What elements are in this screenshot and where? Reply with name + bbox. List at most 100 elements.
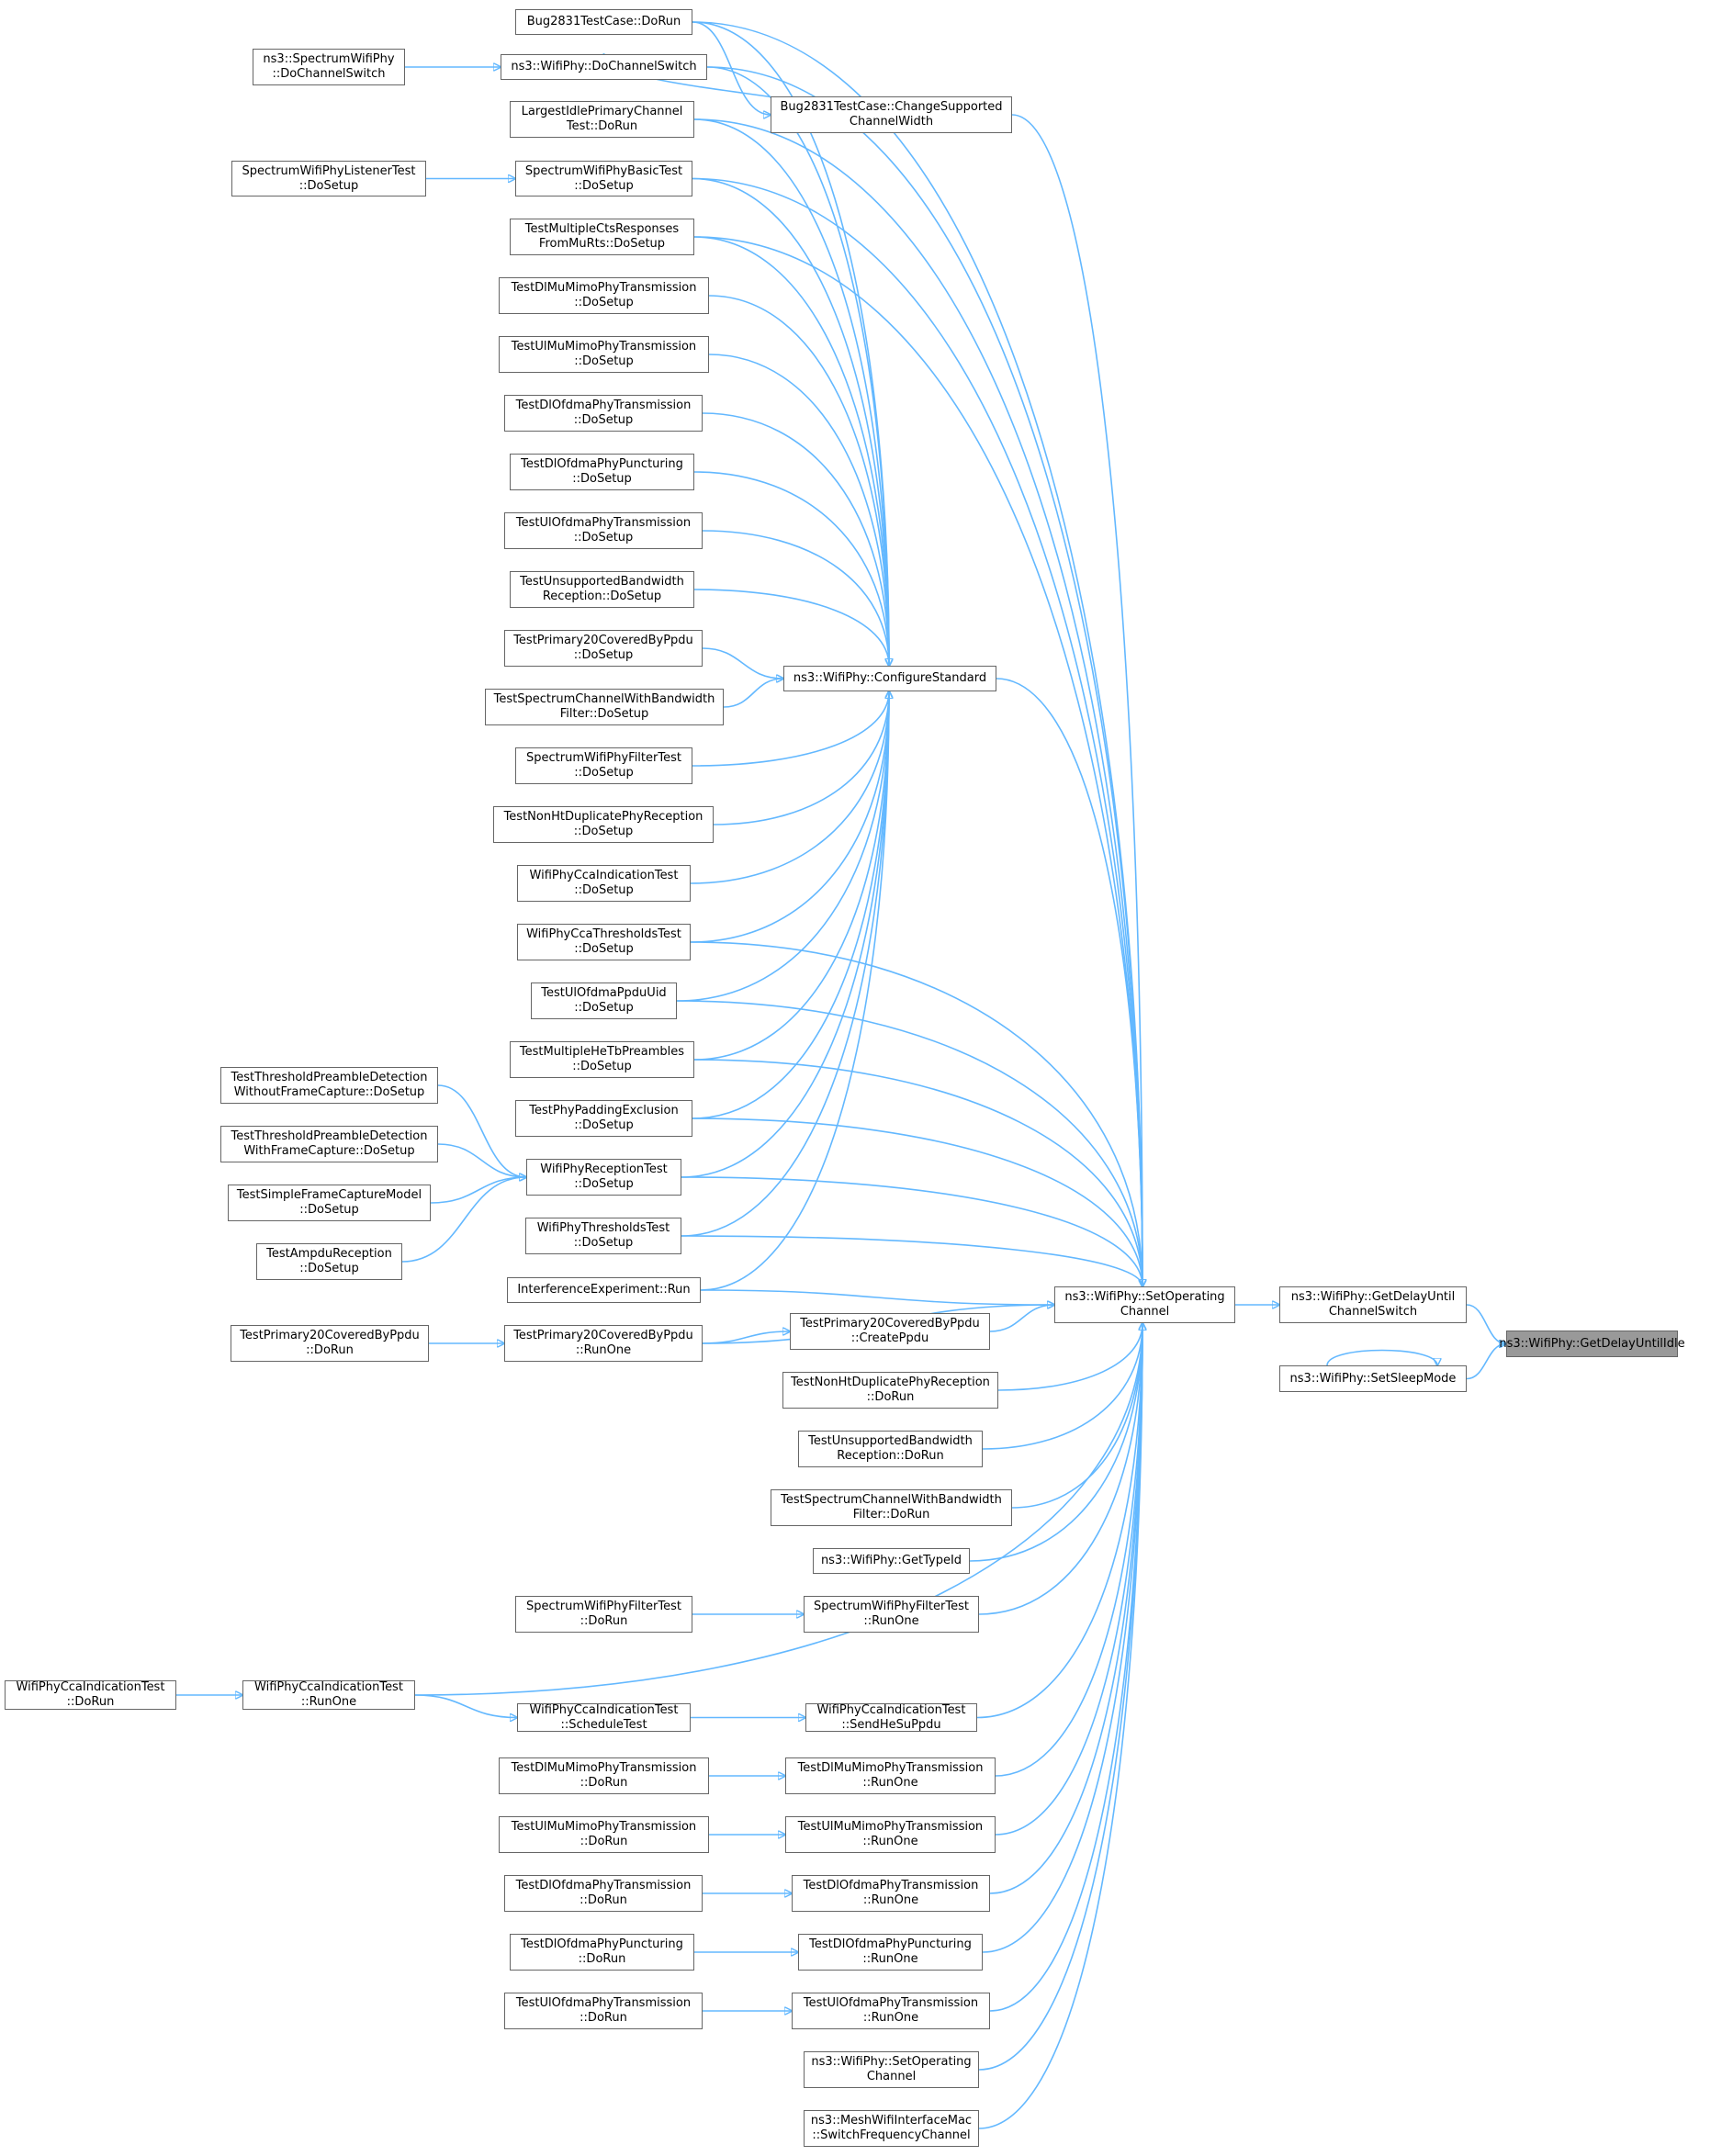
edge-unsupportedbw-dorun-to-setoperatingchannel (982, 1323, 1142, 1450)
node-label-line: ::DoSetup (572, 1060, 632, 1073)
node-setsleepmode[interactable]: ns3::WifiPhy::SetSleepMode (1279, 1365, 1467, 1392)
node-label-line: ::DoRun (306, 1343, 354, 1357)
node-label-line: ::RunOne (862, 2011, 919, 2025)
node-label-line: TestPrimary20CoveredByPpdu (513, 1329, 693, 1342)
node-spectrumbasic-dosetup[interactable]: SpectrumWifiPhyBasicTest::DoSetup (515, 161, 692, 197)
node-ccaindication-runone[interactable]: WifiPhyCcaIndicationTest::RunOne (242, 1680, 415, 1710)
node-ulmumimo-dosetup[interactable]: TestUlMuMimoPhyTransmission::DoSetup (499, 336, 709, 373)
edge-dlmumimo-dosetup-to-configurestandard (708, 295, 889, 666)
node-ccathresholds-dosetup[interactable]: WifiPhyCcaThresholdsTest::DoSetup (517, 924, 691, 960)
node-dlmumimo-dorun[interactable]: TestDlMuMimoPhyTransmission::DoRun (499, 1757, 709, 1794)
node-primary20-runone[interactable]: TestPrimary20CoveredByPpdu::RunOne (504, 1325, 703, 1362)
edge-setsleepmode-to-getdelayuntilidle (1466, 1344, 1506, 1380)
node-label-line: ::DoSetup (574, 942, 634, 956)
node-ulofdma-dosetup[interactable]: TestUlOfdmaPhyTransmission::DoSetup (504, 512, 703, 549)
node-dlpuncturing-dorun[interactable]: TestDlOfdmaPhyPuncturing::DoRun (510, 1934, 694, 1971)
node-label-line: ::ScheduleTest (560, 1717, 647, 1732)
node-label-line: SpectrumWifiPhyFilterTest (526, 751, 681, 765)
node-nonhtdup-dorun[interactable]: TestNonHtDuplicatePhyReception::DoRun (782, 1372, 998, 1409)
edge-ulofdmappduuid-dosetup-to-configurestandard (676, 691, 889, 1002)
edge-multiplehetb-dosetup-to-configurestandard (693, 691, 889, 1061)
node-gettypeid[interactable]: ns3::WifiPhy::GetTypeId (813, 1548, 970, 1574)
edge-interference-run-to-configurestandard (700, 691, 889, 1291)
node-meshwifi-switchfrequency[interactable]: ns3::MeshWifiInterfaceMac::SwitchFrequen… (804, 2110, 979, 2147)
node-label-line: TestPhyPaddingExclusion (529, 1104, 679, 1117)
node-getdelayuntilidle[interactable]: ns3::WifiPhy::GetDelayUntilIdle (1499, 1331, 1685, 1357)
node-label-line: Reception::DoSetup (542, 590, 662, 603)
node-filtertest-dosetup[interactable]: SpectrumWifiPhyFilterTest::DoSetup (515, 747, 692, 784)
node-interference-run[interactable]: InterferenceExperiment::Run (507, 1277, 701, 1303)
node-spectrumwifiphy-dochannelswitch[interactable]: ns3::SpectrumWifiPhy::DoChannelSwitch (253, 49, 405, 85)
edge-dlpuncturing-runone-to-setoperatingchannel (982, 1323, 1142, 1953)
node-ulmumimo-dorun[interactable]: TestUlMuMimoPhyTransmission::DoRun (499, 1816, 709, 1853)
edge-filtertest-dosetup-to-configurestandard (692, 691, 889, 767)
node-label-line: ::RunOne (575, 1343, 632, 1357)
node-label-line: TestMultipleHeTbPreambles (519, 1045, 685, 1059)
node-ccaindication-scheduletest[interactable]: WifiPhyCcaIndicationTest::ScheduleTest (517, 1703, 691, 1732)
node-primary20-createppdu[interactable]: TestPrimary20CoveredByPpdu::CreatePpdu (790, 1313, 990, 1350)
node-dlofdma-dosetup[interactable]: TestDlOfdmaPhyTransmission::DoSetup (504, 395, 703, 432)
node-dlpuncturing-runone[interactable]: TestDlOfdmaPhyPuncturing::RunOne (798, 1934, 983, 1971)
node-label-line: TestUlOfdmaPhyTransmission (515, 1996, 692, 2010)
node-wifiphy-dochannelswitch[interactable]: ns3::WifiPhy::DoChannelSwitch (501, 54, 707, 80)
node-dlpuncturing-dosetup[interactable]: TestDlOfdmaPhyPuncturing::DoSetup (510, 454, 694, 490)
node-label-line: WifiPhyCcaIndicationTest (816, 1702, 966, 1717)
node-ulofdma-dorun[interactable]: TestUlOfdmaPhyTransmission::DoRun (504, 1993, 703, 2029)
node-multiplehetb-dosetup[interactable]: TestMultipleHeTbPreambles::DoSetup (510, 1041, 694, 1078)
node-ulofdmappduuid-dosetup[interactable]: TestUlOfdmaPpduUid::DoSetup (531, 983, 677, 1019)
node-reception-dosetup[interactable]: WifiPhyReceptionTest::DoSetup (526, 1159, 681, 1196)
edge-dlpuncturing-dosetup-to-configurestandard (693, 471, 889, 666)
edge-ccaindication-sendhesuppdu-to-setoperatingchannel (976, 1323, 1142, 1719)
edge-reception-dosetup-to-configurestandard (681, 691, 889, 1178)
node-dlofdma-dorun[interactable]: TestDlOfdmaPhyTransmission::DoRun (504, 1875, 703, 1912)
node-label-line: ::DoRun (66, 1695, 115, 1709)
node-label-line: ::DoSetup (572, 472, 632, 486)
node-label-line: TestUlOfdmaPhyTransmission (515, 516, 692, 530)
node-label-line: ::DoSetup (574, 178, 634, 193)
node-label-line: TestPrimary20CoveredByPpdu (513, 634, 693, 647)
node-filtertest-runone[interactable]: SpectrumWifiPhyFilterTest::RunOne (804, 1596, 979, 1633)
node-configurestandard[interactable]: ns3::WifiPhy::ConfigureStandard (783, 666, 996, 691)
node-phythresholds-dosetup[interactable]: WifiPhyThresholdsTest::DoSetup (525, 1218, 681, 1254)
node-spectrumlistener-dosetup[interactable]: SpectrumWifiPhyListenerTest::DoSetup (231, 161, 426, 197)
edge-primary20-dosetup-to-configurestandard (702, 647, 783, 679)
edge-simpleframecapture-dosetup-to-reception-dosetup (430, 1177, 526, 1204)
node-primary20-dosetup[interactable]: TestPrimary20CoveredByPpdu::DoSetup (504, 630, 703, 667)
edge-nonhtdup-dosetup-to-configurestandard (713, 691, 889, 825)
node-ccaindication-dorun[interactable]: WifiPhyCcaIndicationTest::DoRun (5, 1680, 176, 1710)
node-ccaindication-sendhesuppdu[interactable]: WifiPhyCcaIndicationTest::SendHeSuPpdu (805, 1703, 977, 1732)
node-filtertest-dorun[interactable]: SpectrumWifiPhyFilterTest::DoRun (515, 1596, 692, 1633)
node-label-line: ::DoSetup (574, 354, 634, 368)
node-ulofdma-runone[interactable]: TestUlOfdmaPhyTransmission::RunOne (792, 1993, 990, 2029)
node-ampdureception-dosetup[interactable]: TestAmpduReception::DoSetup (256, 1243, 402, 1280)
edge-largestidle-dorun-to-configurestandard (693, 118, 889, 666)
node-label-line: TestDlOfdmaPhyPuncturing (521, 457, 683, 471)
node-ccaindication-dosetup[interactable]: WifiPhyCcaIndicationTest::DoSetup (517, 865, 691, 902)
node-bug2831-dorun[interactable]: Bug2831TestCase::DoRun (515, 9, 692, 35)
edge-multiplects-dosetup-to-configurestandard (693, 236, 889, 666)
edge-ccathresholds-dosetup-to-setoperatingchannel (690, 941, 1142, 1286)
node-label-line: WifiPhyCcaIndicationTest (16, 1680, 165, 1694)
node-nonhtdup-dosetup[interactable]: TestNonHtDuplicatePhyReception::DoSetup (493, 806, 714, 843)
node-dlmumimo-dosetup[interactable]: TestDlMuMimoPhyTransmission::DoSetup (499, 277, 709, 314)
node-ulmumimo-runone[interactable]: TestUlMuMimoPhyTransmission::RunOne (785, 1816, 996, 1853)
node-simpleframecapture-dosetup[interactable]: TestSimpleFrameCaptureModel::DoSetup (228, 1185, 431, 1221)
node-dlmumimo-runone[interactable]: TestDlMuMimoPhyTransmission::RunOne (785, 1757, 996, 1794)
node-primary20-dorun[interactable]: TestPrimary20CoveredByPpdu::DoRun (231, 1325, 429, 1362)
node-phypadding-dosetup[interactable]: TestPhyPaddingExclusion::DoSetup (515, 1100, 692, 1137)
edge-setsleepmode-to-setsleepmode (1326, 1349, 1437, 1366)
node-label-line: ::RunOne (300, 1695, 357, 1709)
node-dlofdma-runone[interactable]: TestDlOfdmaPhyTransmission::RunOne (792, 1875, 990, 1912)
